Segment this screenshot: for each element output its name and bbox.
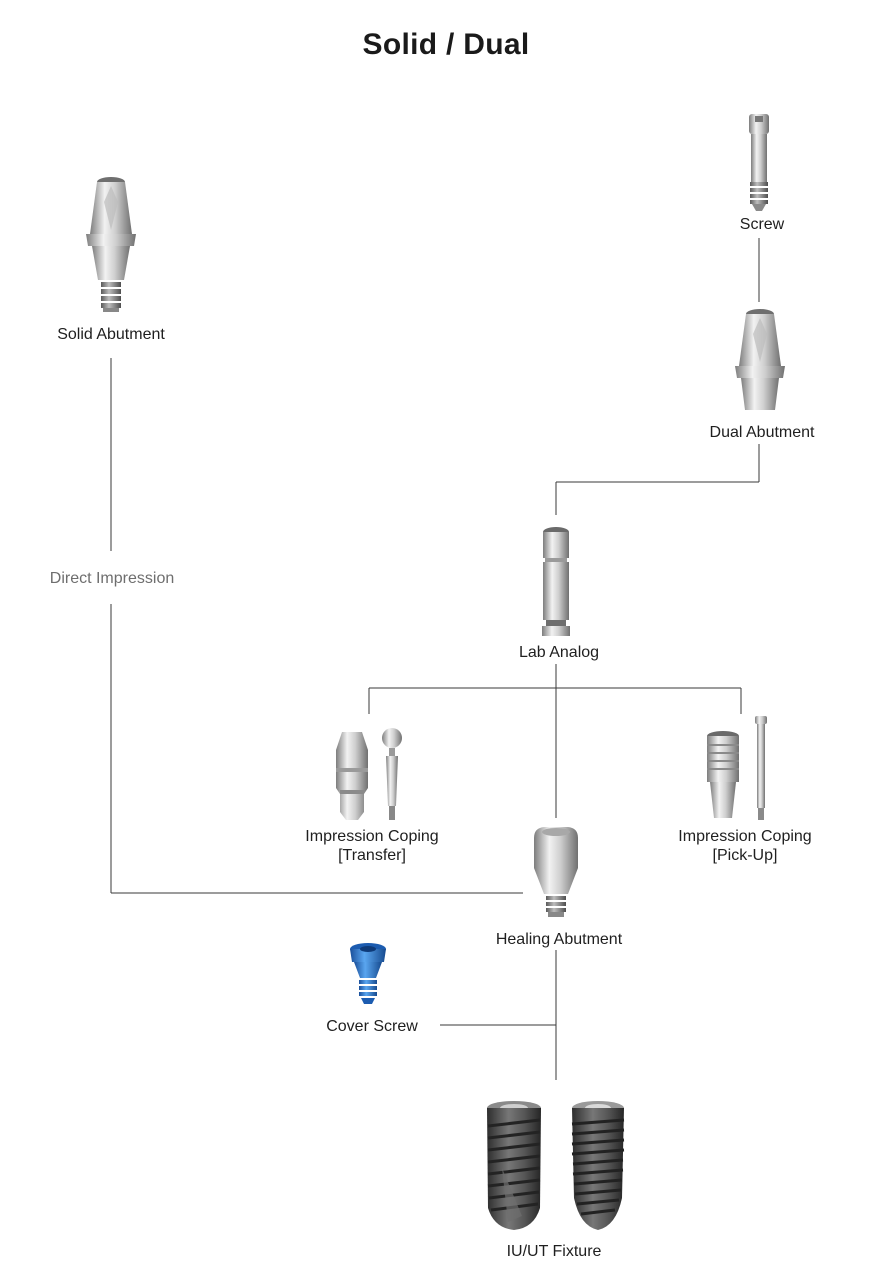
solid-abutment-icon — [82, 176, 140, 314]
lab-analog-icon — [536, 526, 576, 638]
pickup-coping-label: Impression Coping [Pick-Up] — [678, 827, 811, 865]
transfer-coping-label: Impression Coping [Transfer] — [305, 827, 438, 865]
screw-icon — [744, 112, 774, 212]
pickup-coping-label-line2: [Pick-Up] — [712, 847, 778, 864]
pickup-coping-label-line1: Impression Coping — [678, 828, 812, 845]
direct-impression-label: Direct Impression — [49, 570, 175, 587]
transfer-coping-label-line1: Impression Coping — [305, 828, 439, 845]
solid-abutment-label: Solid Abutment — [57, 326, 165, 343]
transfer-coping-label-line2: [Transfer] — [338, 847, 406, 864]
transfer-coping-icon — [332, 724, 408, 824]
dual-abutment-label: Dual Abutment — [709, 424, 815, 441]
dual-abutment-icon — [732, 308, 788, 412]
healing-abutment-label: Healing Abutment — [495, 931, 623, 948]
fixture-label: IU/UT Fixture — [506, 1243, 602, 1260]
cover-screw-label: Cover Screw — [326, 1018, 418, 1035]
screw-label: Screw — [739, 216, 785, 233]
fixture-icon — [482, 1098, 632, 1234]
pickup-coping-icon — [702, 714, 772, 822]
healing-abutment-icon — [528, 824, 584, 920]
page-title: Solid / Dual — [362, 28, 530, 61]
lab-analog-label: Lab Analog — [518, 644, 600, 661]
cover-screw-icon — [346, 942, 390, 1006]
